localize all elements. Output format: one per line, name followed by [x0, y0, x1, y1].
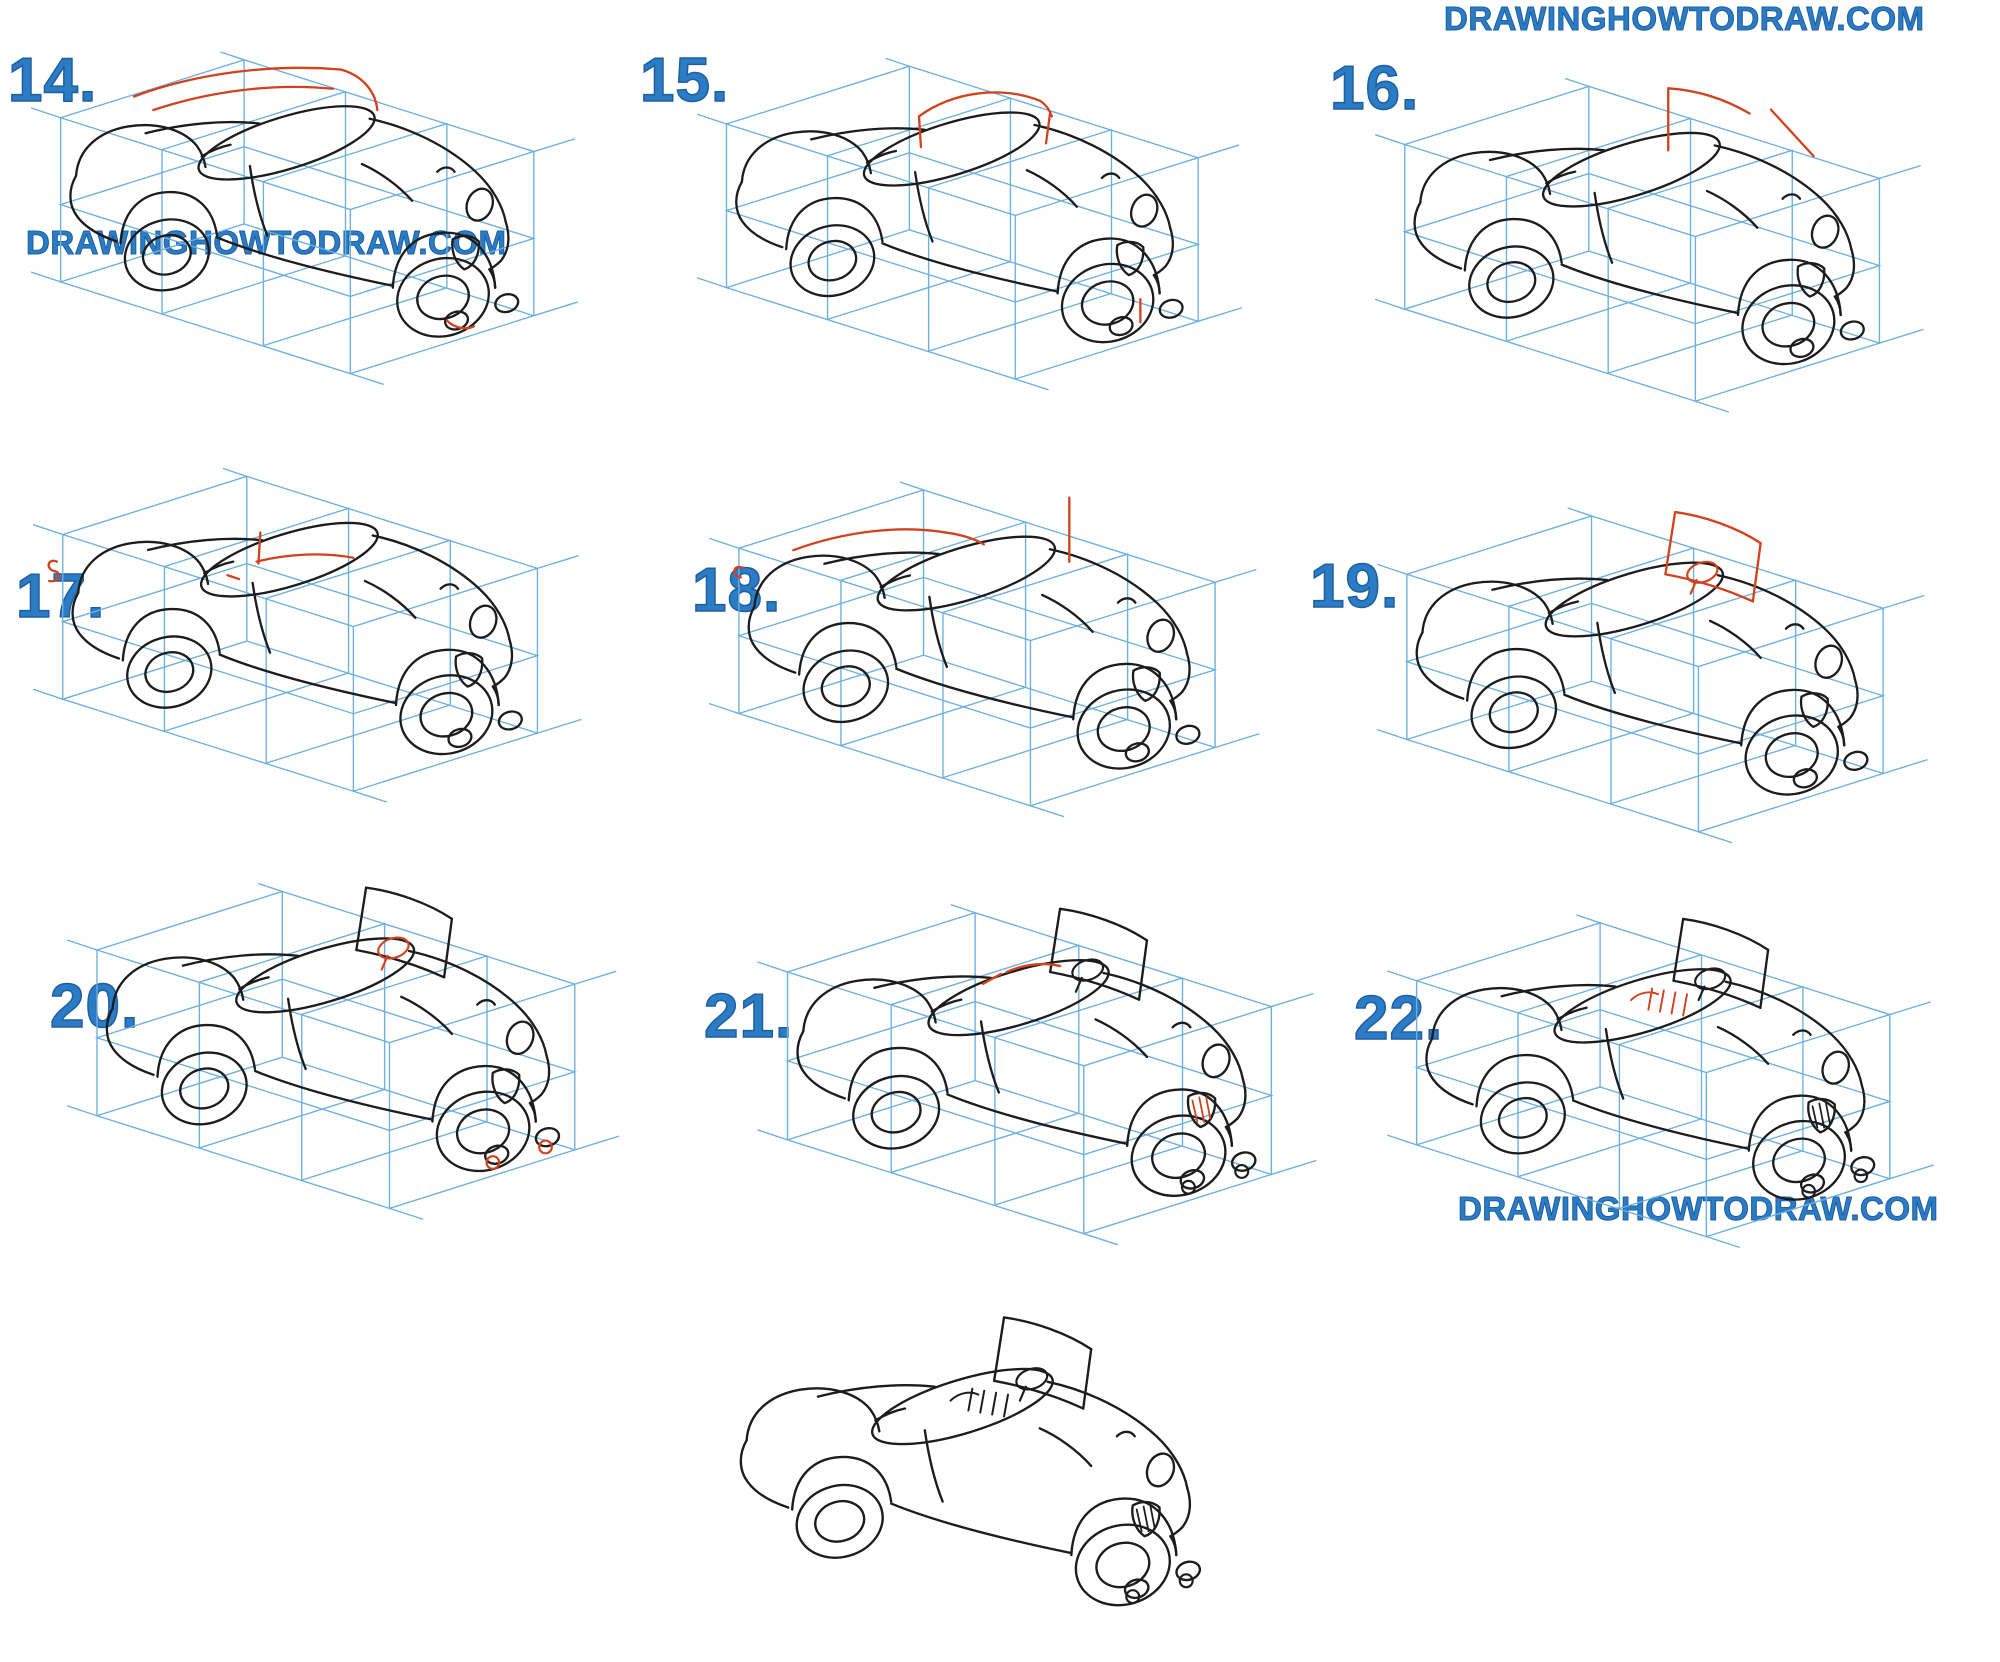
step-19-figure — [1368, 452, 1990, 852]
step-22-label: 22. — [1353, 984, 1444, 1053]
step-19-red-windshield — [1664, 510, 1762, 603]
step-16-figure — [1366, 26, 1986, 418]
step-15-figure — [688, 8, 1304, 394]
watermark-lower-right: DRAWINGHOWTODRAW.COM — [1458, 1190, 1939, 1227]
step-20-figure — [58, 826, 682, 1230]
step-14-figure — [22, 0, 640, 390]
step-21-label: 21. — [703, 982, 794, 1051]
step-22-red-seat-lines — [1630, 987, 1688, 1017]
step-16-new-lines — [1667, 87, 1815, 158]
step-16-label: 16. — [1329, 54, 1420, 123]
step-14-new-lines — [132, 66, 476, 330]
step-15-new-lines — [917, 91, 1142, 324]
step-14-label: 14. — [7, 46, 98, 115]
step-17-figure — [24, 414, 644, 810]
step-15-label: 15. — [639, 46, 730, 115]
final-drawing-figure — [676, 1262, 1340, 1658]
step-18-new-lines — [733, 496, 1071, 579]
step-18-figure — [700, 428, 1322, 824]
watermark-top-right: DRAWINGHOWTODRAW.COM — [1444, 0, 1925, 37]
step-22-figure — [1378, 858, 1996, 1258]
step-17-new-lines — [47, 531, 355, 583]
step-19-label: 19. — [1309, 552, 1400, 621]
step-20-label: 20. — [49, 972, 140, 1041]
step-21-figure — [748, 846, 1380, 1256]
step-21-new-lines — [981, 962, 1062, 986]
